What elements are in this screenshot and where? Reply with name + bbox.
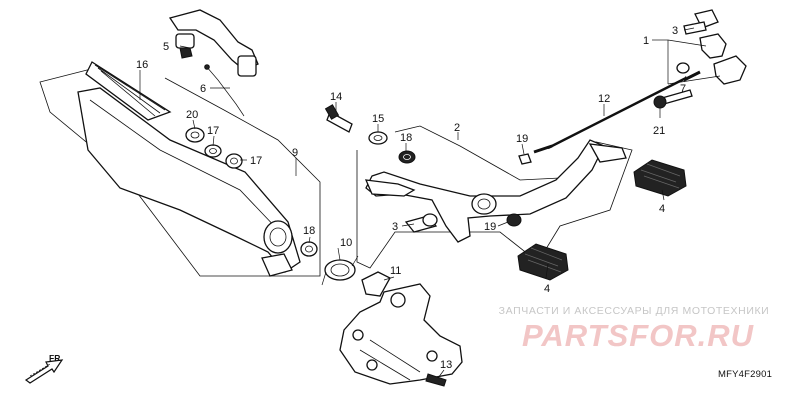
callout-10: 16 (136, 59, 148, 71)
front-direction-arrow-icon (24, 359, 64, 384)
watermark-logo: PARTSFOR.RU (521, 318, 755, 353)
pedal-rubber-4a (633, 159, 687, 197)
callout-7: 7 (680, 83, 686, 95)
bolt-14 (324, 104, 353, 133)
nut-19 (518, 153, 532, 165)
callout-4b: 4 (544, 283, 550, 295)
pivot-bracket (339, 271, 463, 387)
bolt-3b (404, 213, 438, 233)
callout-17b: 18 (303, 225, 315, 237)
washer-17b (300, 241, 318, 257)
washer-15 (368, 131, 388, 145)
callout-1: 1 (643, 35, 649, 47)
floorboard (77, 87, 301, 277)
bushing-18a (398, 150, 416, 164)
washer-17a (225, 153, 243, 169)
callout-2: 2 (454, 122, 460, 134)
pedal-rubber-4b (517, 243, 569, 281)
callout-3a: 3 (672, 25, 678, 37)
footboard-pad (85, 61, 172, 121)
callout-18b: 19 (484, 221, 496, 233)
group-box-brake-pedal (356, 125, 633, 269)
figure-code: MFY4F2901 (718, 369, 773, 380)
callout-16: 17 (207, 125, 219, 137)
callout-12: 12 (598, 93, 610, 105)
callout-14: 14 (330, 91, 342, 103)
callout-5: 5 (163, 41, 169, 53)
callout-11: 11 (390, 265, 401, 277)
callout-20: 20 (186, 109, 198, 121)
brake-switch (168, 9, 259, 117)
callout-8: 9 (292, 147, 298, 159)
group-box-floorboard (39, 67, 321, 277)
callout-15: 15 (372, 113, 384, 125)
callout-21: 21 (653, 125, 665, 137)
callout-17a: 17 (250, 155, 262, 167)
watermark-tagline: ЗАПЧАСТИ И АКСЕССУАРЫ ДЛЯ МОТОТЕХНИКИ (498, 305, 770, 317)
callout-13: 13 (440, 359, 452, 371)
callout-6: 6 (200, 83, 206, 95)
callout-4a: 4 (659, 203, 665, 215)
front-direction-label: FR. (49, 353, 63, 363)
callout-3b: 3 (392, 221, 398, 233)
washer-16 (204, 144, 222, 158)
return-spring (321, 255, 359, 286)
washer-20 (185, 127, 205, 143)
bolt-3a (683, 21, 707, 35)
brake-pedal (364, 139, 627, 243)
callout-19: 19 (516, 133, 528, 145)
brake-rod (533, 62, 701, 154)
leader-lines (139, 27, 721, 379)
bushing-18b (506, 213, 522, 227)
callout-18a: 18 (400, 132, 412, 144)
callout-9: 10 (340, 237, 352, 249)
